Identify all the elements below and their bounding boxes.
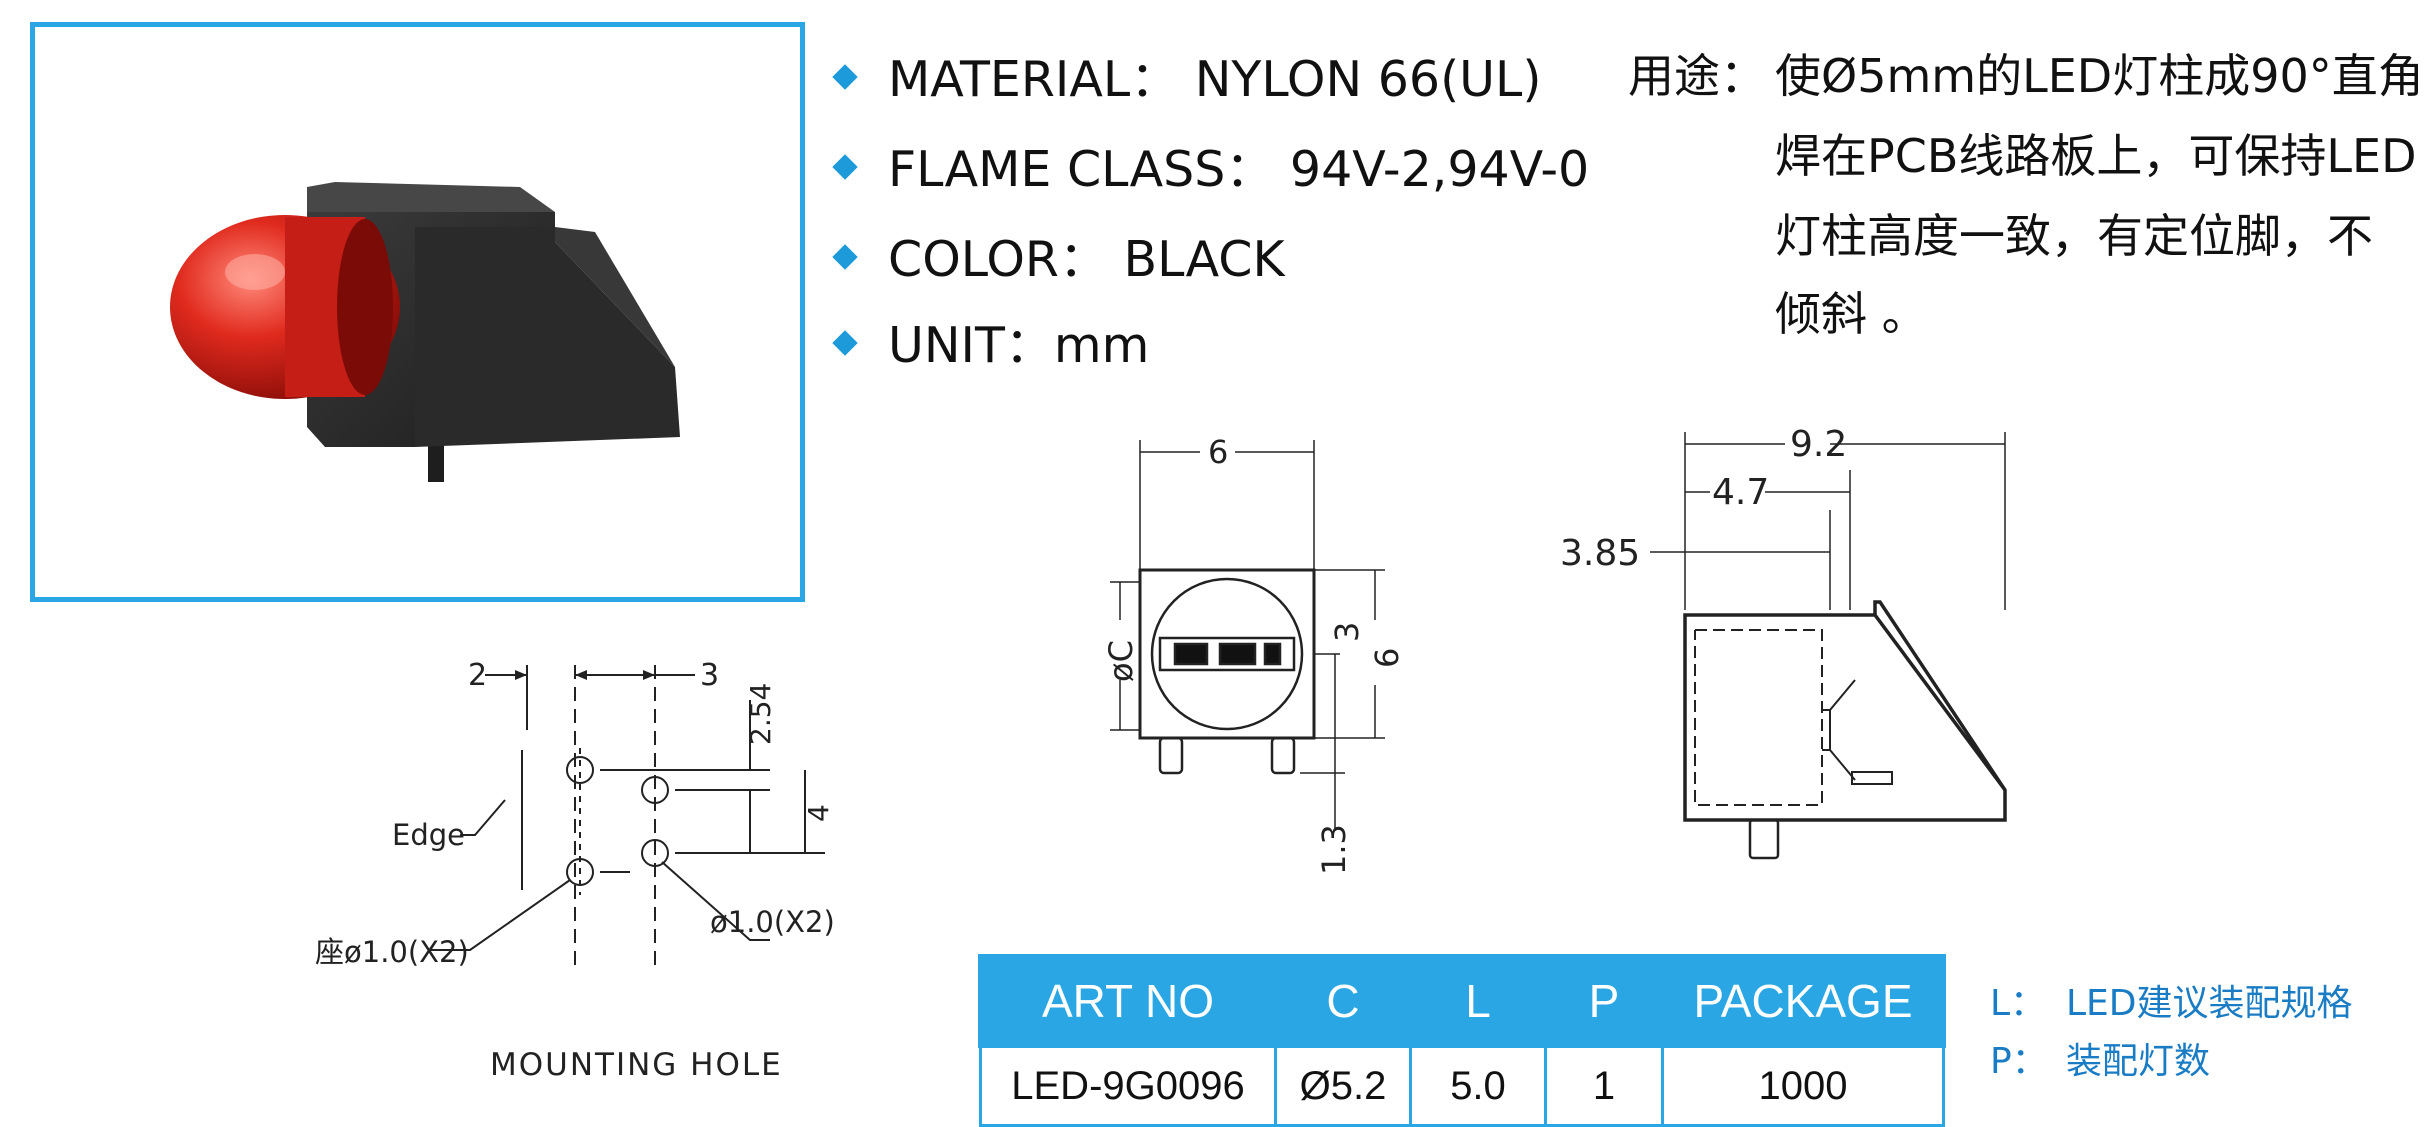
diamond-bullet-icon: [832, 243, 858, 270]
usage-line: 使Ø5mm的LED灯柱成90°直角: [1775, 49, 2424, 103]
table-cell: LED-9G0096: [979, 1044, 1277, 1127]
side-total-label: 9.2: [1790, 424, 1847, 465]
spec-value: NYLON 66(UL): [1194, 51, 1542, 108]
front-view-drawing: 6 øC 3 6 1.3: [1102, 433, 1406, 875]
column-header: L: [1408, 954, 1548, 1048]
spec-value: BLACK: [1123, 231, 1285, 288]
spec-table: ART NO C L P PACKAGE LED-9G0096 Ø5.2 5.0…: [978, 954, 1946, 1127]
front-pin-label: 1.3: [1315, 824, 1353, 875]
front-width-label: 6: [1208, 433, 1228, 471]
mounting-hole-title: MOUNTING HOLE: [490, 1047, 783, 1083]
table-cell: 1000: [1661, 1044, 1945, 1127]
usage-label: 用途：: [1628, 49, 1766, 103]
spec-label: FLAME CLASS：: [888, 141, 1275, 198]
spec-value: 94V-2,94V-0: [1289, 141, 1590, 198]
table-cell: Ø5.2: [1274, 1044, 1412, 1127]
side-lead-label: 3.85: [1560, 533, 1640, 574]
hole-right-label: ø1.0(X2): [710, 905, 835, 939]
led-holder-photo: [170, 182, 680, 482]
usage-line: 倾斜 。: [1775, 287, 1928, 341]
spec-color: COLOR： BLACK: [832, 220, 1285, 291]
dim-3: 3: [700, 658, 719, 693]
diamond-bullet-icon: [832, 329, 858, 356]
table-row: LED-9G0096 Ø5.2 5.0 1 1000: [979, 1044, 1945, 1127]
diamond-bullet-icon: [832, 153, 858, 180]
legend-key: P：: [1990, 1041, 2048, 1082]
legend-text: LED建议装配规格: [2066, 983, 2353, 1024]
spec-label: MATERIAL：: [888, 51, 1180, 108]
legend-text: 装配灯数: [2066, 1041, 2211, 1082]
column-header: PACKAGE: [1660, 954, 1946, 1048]
table-cell: 1: [1544, 1044, 1664, 1127]
usage-line: 灯柱高度一致，有定位脚，不: [1775, 209, 2373, 263]
column-header: P: [1543, 954, 1665, 1048]
front-height-label: 6: [1368, 648, 1406, 668]
spec-value: mm: [1053, 317, 1150, 374]
side-view-drawing: 9.2 4.7 3.85: [1560, 424, 2007, 860]
spec-label: COLOR：: [888, 231, 1108, 288]
spec-label: UNIT：: [888, 317, 1054, 374]
dim-2: 2: [468, 658, 487, 693]
product-photo-frame: [30, 22, 805, 602]
dim-2-54: 2.54: [744, 683, 777, 745]
column-header: C: [1273, 954, 1413, 1048]
dim-4: 4: [802, 804, 835, 822]
spec-flame-class: FLAME CLASS： 94V-2,94V-0: [832, 130, 1590, 201]
front-diameter-label: øC: [1102, 640, 1140, 682]
diamond-bullet-icon: [832, 63, 858, 90]
legend-key: L：: [1990, 983, 2047, 1024]
mounting-hole-drawing: 2 3 2.54 4 Edge 座ø1.0(X2) ø1.0(X2): [315, 658, 835, 970]
legend-l: L： LED建议装配规格: [1990, 974, 2353, 1026]
table-cell: 5.0: [1409, 1044, 1547, 1127]
usage-line: 焊在PCB线路板上，可保持LED: [1775, 129, 2417, 183]
column-header: ART NO: [978, 954, 1278, 1048]
hole-left-label: 座ø1.0(X2): [315, 935, 469, 969]
spec-unit: UNIT：mm: [832, 306, 1150, 377]
spec-material: MATERIAL： NYLON 66(UL): [832, 40, 1542, 111]
front-dim-3: 3: [1328, 622, 1366, 642]
edge-label: Edge: [392, 818, 465, 852]
legend-p: P： 装配灯数: [1990, 1032, 2210, 1084]
table-header-row: ART NO C L P PACKAGE: [978, 954, 1946, 1048]
side-offset-label: 4.7: [1712, 472, 1769, 513]
